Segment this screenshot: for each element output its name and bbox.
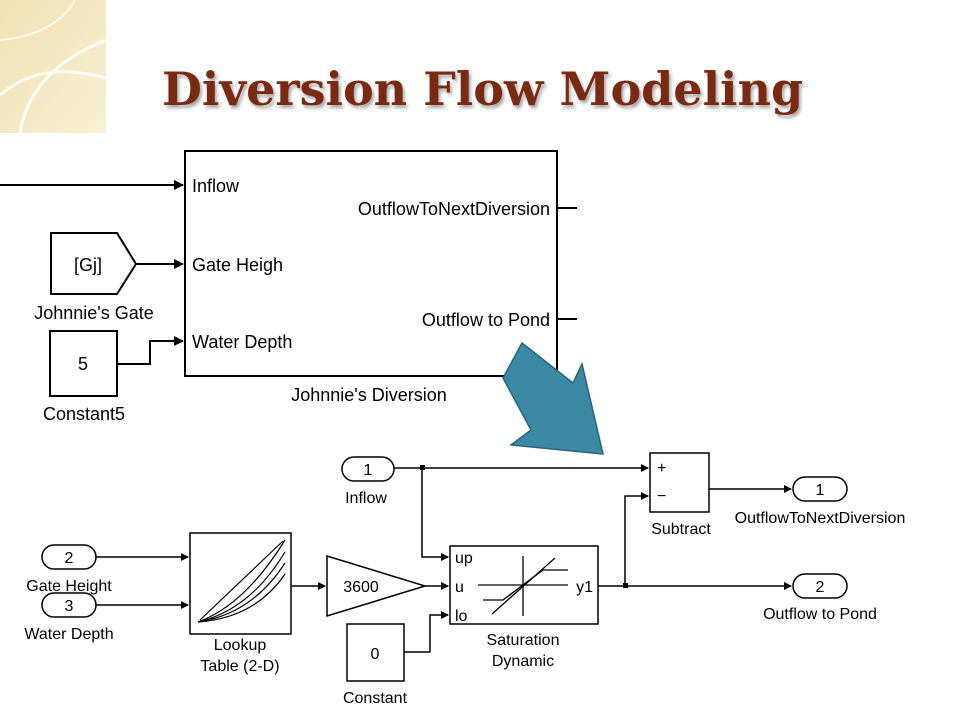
- top-diagram: Inflow Gate Heigh Water Depth OutflowToN…: [0, 150, 577, 424]
- sat-port-lo: lo: [455, 608, 468, 625]
- sat-port-up: up: [455, 550, 473, 567]
- gain-block[interactable]: [326, 554, 428, 618]
- corner-decoration: [0, 0, 107, 134]
- inflow-branch-dot: [420, 465, 425, 470]
- from-tag-name: Johnnie's Gate: [34, 303, 154, 323]
- inport-3-number: 3: [65, 598, 74, 615]
- sat-name-1: Saturation: [487, 632, 560, 649]
- subsystem-output-next: OutflowToNextDiversion: [358, 199, 550, 219]
- sat-port-y1: y1: [576, 579, 593, 596]
- depth-signal-line[interactable]: [117, 336, 184, 365]
- inflow-to-up-line[interactable]: [421, 468, 449, 561]
- lookup-curves-icon: [197, 539, 286, 623]
- outport-1-number: 1: [816, 482, 825, 499]
- bottom-diagram: 1 Inflow 2 Gate Height 3 Water Depth Loo…: [24, 452, 906, 707]
- lookup-name-1: Lookup: [214, 637, 267, 654]
- subsystem-input-inflow: Inflow: [192, 176, 240, 196]
- constant5-value: 5: [78, 354, 88, 374]
- constant0-value: 0: [371, 646, 380, 663]
- inport-1[interactable]: [341, 456, 395, 482]
- outport-2-number: 2: [816, 579, 825, 596]
- subtract-sign-minus: −: [657, 488, 666, 505]
- subsystem-output-pond: Outflow to Pond: [422, 310, 550, 330]
- inport-2-number: 2: [65, 550, 74, 567]
- lookup-name-2: Table (2-D): [200, 658, 279, 675]
- constant-to-lo-line[interactable]: [404, 611, 449, 653]
- subsystem-input-gate: Gate Heigh: [192, 255, 283, 275]
- inport-3-name: Water Depth: [24, 626, 113, 643]
- outport-1-name: OutflowToNextDiversion: [735, 510, 906, 527]
- subtract-block[interactable]: [649, 452, 710, 513]
- outport-2-name: Outflow to Pond: [763, 606, 877, 623]
- constant5-name: Constant5: [43, 404, 125, 424]
- subsystem-block[interactable]: [184, 150, 558, 377]
- y1-to-subtract-line[interactable]: [624, 492, 649, 586]
- inport-1-number: 1: [364, 462, 373, 479]
- inport-2-name: Gate Height: [26, 578, 112, 595]
- outport-1[interactable]: [792, 476, 848, 502]
- constant5-block[interactable]: [49, 330, 118, 397]
- subsystem-input-depth: Water Depth: [192, 332, 292, 352]
- inport-1-name: Inflow: [345, 490, 387, 507]
- constant0-name: Constant: [343, 690, 408, 707]
- outport-2[interactable]: [792, 573, 848, 599]
- sat-name-2: Dynamic: [492, 653, 554, 670]
- from-tag-label: [Gj]: [74, 255, 102, 275]
- teal-arrow: [502, 341, 604, 455]
- slide-title: Diversion Flow Modeling: [162, 62, 804, 116]
- subtract-name: Subtract: [651, 521, 711, 538]
- sat-port-u: u: [455, 579, 464, 596]
- gain-value: 3600: [343, 579, 379, 596]
- from-tag-block[interactable]: [50, 232, 138, 295]
- saturation-icon: [478, 556, 568, 616]
- subsystem-name: Johnnie's Diversion: [291, 385, 447, 405]
- subtract-sign-plus: +: [657, 460, 666, 477]
